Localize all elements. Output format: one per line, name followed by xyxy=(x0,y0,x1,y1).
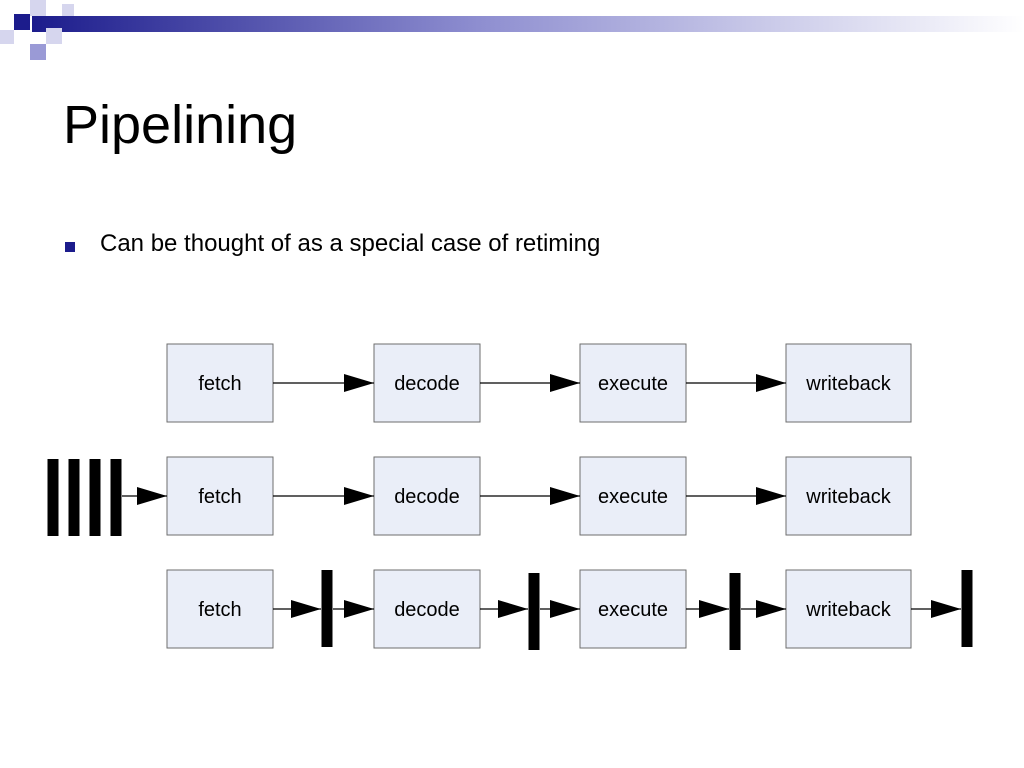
stage-label-execute: execute xyxy=(598,373,668,395)
header-square-mid xyxy=(30,44,46,60)
stage-box-execute xyxy=(579,343,687,423)
stage-label-fetch: fetch xyxy=(198,599,241,621)
arrow-head xyxy=(931,600,961,618)
stage-label-writeback: writeback xyxy=(805,486,891,508)
header-square-light xyxy=(62,4,74,16)
pipeline-register xyxy=(89,459,101,536)
stage-box-writeback xyxy=(785,343,912,423)
arrow-head xyxy=(756,374,786,392)
stage-label-decode: decode xyxy=(394,373,460,395)
pipeline-register xyxy=(47,459,59,536)
slide-title: Pipelining xyxy=(63,95,298,155)
pipeline-register xyxy=(528,573,540,650)
stage-label-execute: execute xyxy=(598,486,668,508)
slide-header-band xyxy=(0,0,1024,60)
header-square-light xyxy=(30,0,46,16)
arrow-head xyxy=(344,487,374,505)
pipeline-register xyxy=(68,459,80,536)
arrow-head xyxy=(498,600,528,618)
stage-label-fetch: fetch xyxy=(198,373,241,395)
arrow-head xyxy=(291,600,321,618)
stage-box-decode xyxy=(373,456,481,536)
pipeline-register xyxy=(961,570,973,647)
stage-label-writeback: writeback xyxy=(805,373,891,395)
stage-box-writeback xyxy=(785,456,912,536)
arrow-head xyxy=(756,487,786,505)
stage-label-execute: execute xyxy=(598,599,668,621)
header-square-light xyxy=(0,30,14,44)
stage-box-writeback xyxy=(785,569,912,649)
arrow-head xyxy=(756,600,786,618)
stage-box-fetch xyxy=(166,569,274,649)
header-square-dark xyxy=(14,14,30,30)
arrow-head xyxy=(344,600,374,618)
arrow-head xyxy=(550,374,580,392)
pipeline-register xyxy=(321,570,333,647)
stage-box-fetch xyxy=(166,456,274,536)
header-gradient-bar xyxy=(32,16,1024,32)
square-bullet-icon xyxy=(65,242,75,252)
arrow-head xyxy=(550,487,580,505)
stage-box-execute xyxy=(579,569,687,649)
stage-box-decode xyxy=(373,343,481,423)
arrow-head xyxy=(137,487,167,505)
stage-label-writeback: writeback xyxy=(805,599,891,621)
arrow-head xyxy=(344,374,374,392)
stage-box-decode xyxy=(373,569,481,649)
pipeline-register xyxy=(729,573,741,650)
arrow-head xyxy=(550,600,580,618)
arrow-head xyxy=(699,600,729,618)
stage-label-decode: decode xyxy=(394,486,460,508)
bullet-text: Can be thought of as a special case of r… xyxy=(100,230,601,257)
stage-label-fetch: fetch xyxy=(198,486,241,508)
header-square-light xyxy=(46,28,62,44)
pipeline-register xyxy=(110,459,122,536)
stage-label-decode: decode xyxy=(394,599,460,621)
stage-box-fetch xyxy=(166,343,274,423)
